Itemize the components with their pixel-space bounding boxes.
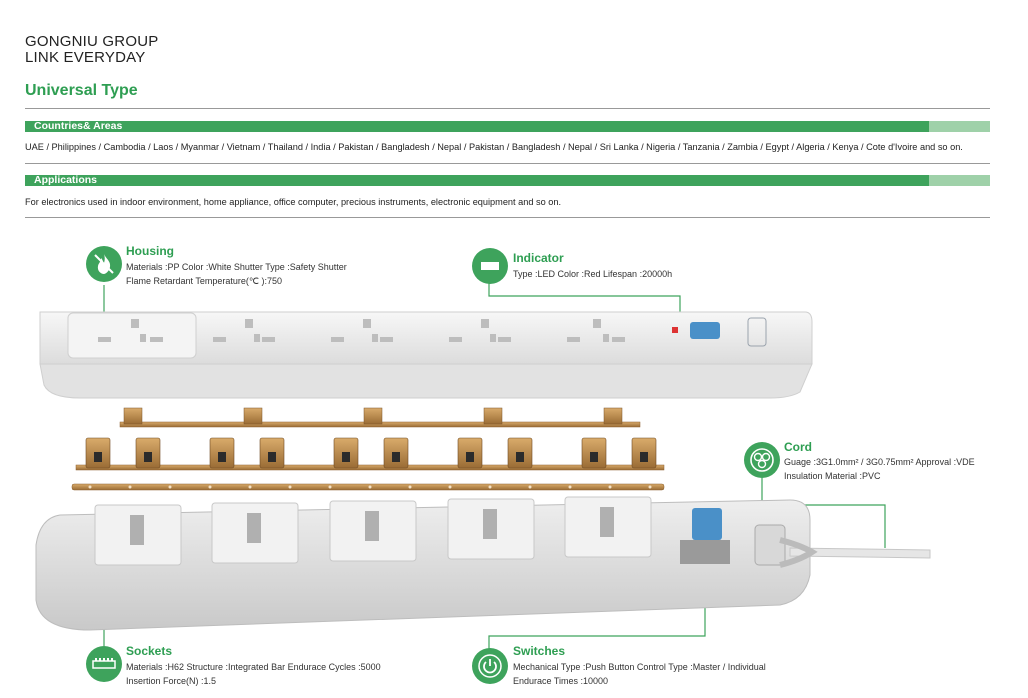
cord-icon-badge [744, 442, 780, 478]
switch-module [692, 508, 722, 540]
conductor-bars [71, 407, 665, 491]
top-housing [39, 311, 813, 399]
sockets-icon-badge [86, 646, 122, 682]
power-cord [779, 537, 931, 568]
base-housing [35, 496, 811, 631]
housing-icon-badge [86, 246, 122, 282]
switches-spec-2: Endurace Times :10000 [513, 676, 609, 686]
housing-spec-1: Materials :PP Color :White Shutter Type … [126, 262, 347, 272]
divider [25, 217, 990, 218]
indicator-spec-1: Type :LED Color :Red Lifespan :20000h [513, 269, 673, 279]
cord-spec-2: Insulation Material :PVC [784, 471, 881, 481]
socket-bar-icon [92, 658, 116, 669]
applications-text: For electronics used in indoor environme… [25, 197, 562, 207]
cord-icon [750, 448, 774, 472]
indicator-icon-badge [472, 248, 508, 284]
brand-line-1: GONGNIU GROUP [25, 33, 159, 50]
countries-heading: Countries& Areas [34, 120, 123, 132]
switches-icon-badge [472, 648, 508, 684]
section-title: Universal Type [25, 82, 138, 99]
switch-button [690, 322, 720, 339]
flame-icon [94, 254, 114, 274]
divider [25, 163, 990, 164]
cord-connector [761, 478, 886, 548]
led-indicator [672, 327, 678, 333]
cord-title: Cord [784, 440, 812, 454]
divider [25, 108, 990, 109]
sockets-spec-2: Insertion Force(N) :1.5 [126, 676, 217, 686]
housing-spec-2: Flame Retardant Temperature(℃ ):750 [126, 276, 283, 286]
applications-heading: Applications [34, 174, 98, 186]
housing-title: Housing [126, 244, 174, 258]
sockets-title: Sockets [126, 644, 173, 658]
applications-heading-bar: Applications [25, 174, 990, 186]
cord-spec-1: Guage :3G1.0mm² / 3G0.75mm² Approval :VD… [784, 457, 975, 467]
switches-title: Switches [513, 644, 566, 658]
countries-text: UAE / Philippines / Cambodia / Laos / My… [25, 142, 963, 152]
countries-heading-bar: Countries& Areas [25, 120, 990, 132]
indicator-connector [488, 282, 681, 318]
power-icon [478, 654, 502, 678]
sockets-spec-1: Materials :H62 Structure :Integrated Bar… [126, 662, 381, 672]
brand: GONGNIU GROUP LINK EVERYDAY [25, 34, 158, 66]
brand-line-2: LINK EVERYDAY [25, 49, 146, 66]
socket-holes [98, 319, 625, 342]
indicator-icon [481, 262, 499, 270]
indicator-title: Indicator [513, 251, 564, 265]
switches-spec-1: Mechanical Type :Push Button Control Typ… [513, 662, 766, 672]
